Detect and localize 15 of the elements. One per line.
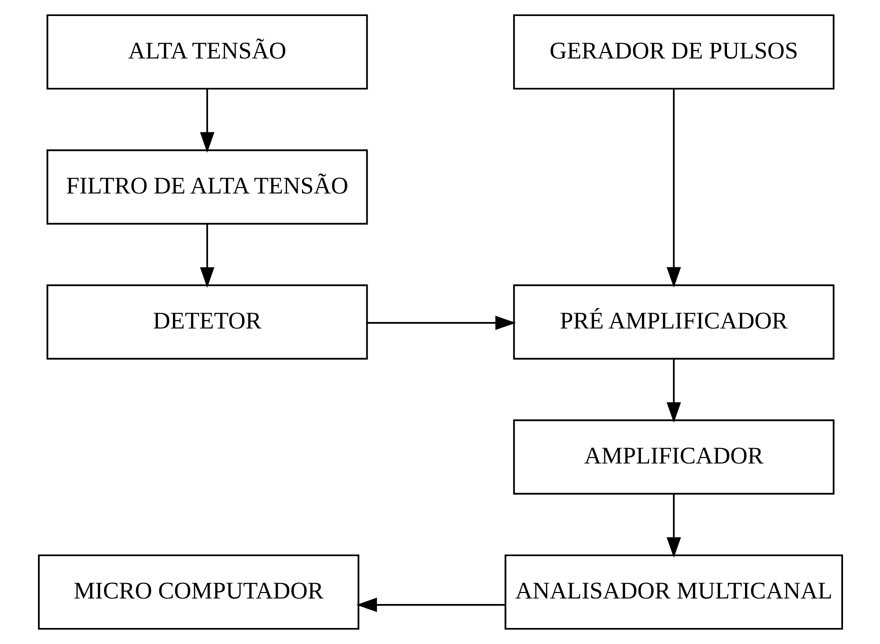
arrow (366, 316, 516, 330)
node-box: ANALISADOR MULTICANAL (504, 554, 843, 630)
node-box: FILTRO DE ALTA TENSÃO (46, 149, 368, 225)
node-box: MICRO COMPUTADOR (37, 554, 359, 630)
arrow (666, 88, 680, 288)
arrow (666, 494, 680, 558)
arrow (200, 224, 214, 288)
arrow (200, 88, 214, 153)
arrow (356, 598, 504, 612)
node-box: AMPLIFICADOR (512, 419, 834, 495)
node-box: ALTA TENSÃO (46, 14, 368, 90)
node-box: DETETOR (46, 284, 368, 360)
arrow (666, 358, 680, 423)
node-box: PRÉ AMPLIFICADOR (512, 284, 834, 360)
node-box: GERADOR DE PULSOS (512, 14, 834, 90)
